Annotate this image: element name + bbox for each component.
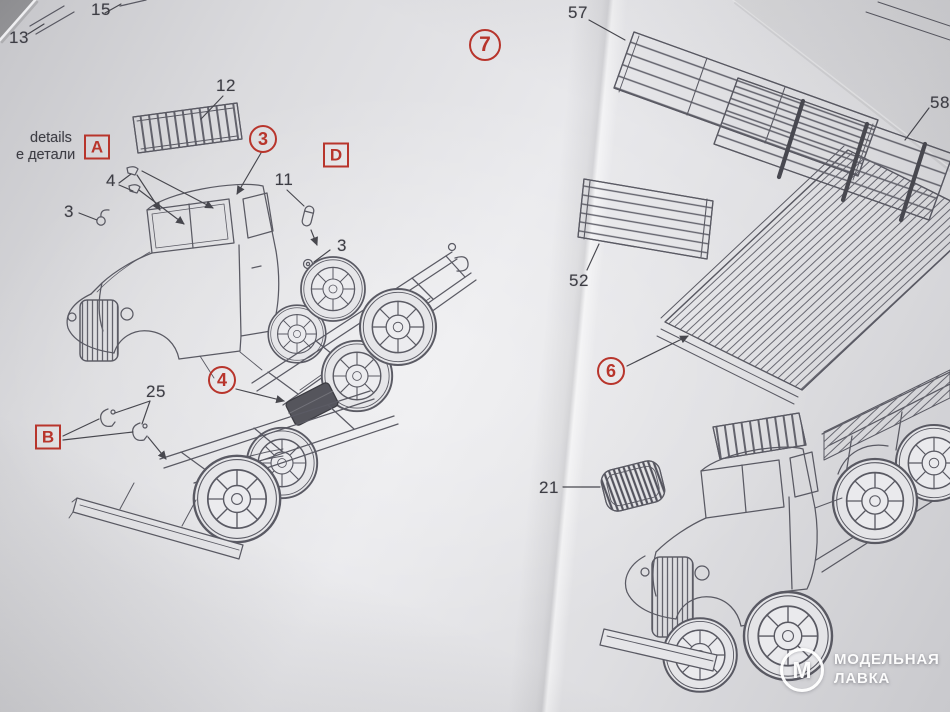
paint-note-line1: details [30,130,72,146]
logo-letter: М [792,656,812,683]
step-badge-7: 7 [469,29,501,61]
part-label-58: 58 [930,93,950,112]
cab-drawing [66,183,280,379]
part-label-13: 13 [9,28,29,47]
hook-parts-B [100,408,148,441]
watermark-line1: МОДЕЛЬНАЯ [834,651,940,669]
step-badge-3: 3 [249,125,277,153]
part-label-15: 15 [91,0,111,19]
letter-badge-a: A [84,134,110,160]
letter-badge-b: B [35,424,61,450]
shop-logo-icon: М [780,648,824,692]
letter-badge-d: D [323,142,349,168]
step-badge-6: 6 [597,357,625,385]
seat-part-21 [600,460,666,512]
watermark-modelnaya-lavka: М МОДЕЛЬНАЯ ЛАВКА [780,648,940,692]
cutoff-part-fragments [29,0,147,35]
bed-floor [656,145,950,405]
assembled-truck-drawing [599,369,950,693]
part-label-3-right: 3 [337,236,347,255]
roof-rack-part-12 [132,102,243,154]
part-label-12: 12 [216,76,236,95]
part-label-4: 4 [106,171,116,190]
part-label-11: 11 [274,170,294,189]
front-axle-assembly [68,390,399,560]
part-label-3-left: 3 [64,202,74,221]
leader-lines [27,3,930,488]
paint-note: details е детали [16,130,75,164]
watermark-line2: ЛАВКА [834,670,891,687]
part-label-57: 57 [568,3,588,22]
part-label-21: 21 [539,478,559,497]
bed-side-panel-58 [713,1,950,223]
part-label-52: 52 [569,271,589,290]
paint-note-line2: е детали [16,147,76,163]
part-label-25: 25 [146,382,166,401]
bed-front-panel-52 [577,178,714,260]
step-badge-4: 4 [208,366,236,394]
chassis-drawing [251,242,477,426]
